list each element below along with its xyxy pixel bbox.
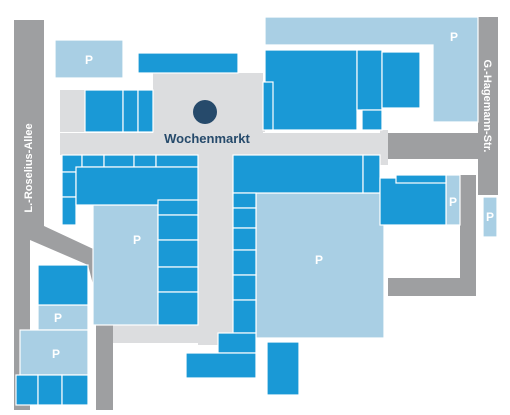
plaza-main-street [60, 133, 382, 155]
building-right-block-top [395, 174, 447, 184]
unit-right-1 [232, 192, 257, 209]
unit-right-2 [232, 207, 257, 229]
building-center-main [232, 154, 364, 194]
plaza-bottom-lane [113, 325, 238, 343]
building-top-right-main [264, 49, 358, 131]
market-label: Wochenmarkt [164, 131, 250, 146]
building-left-col-1 [61, 171, 77, 198]
building-left-main [75, 166, 199, 206]
right-loop [388, 175, 476, 296]
unit-right-5 [232, 274, 257, 301]
parking-areas [19, 16, 498, 376]
building-bottom-2 [185, 352, 257, 379]
parking-label-large: P [315, 253, 323, 267]
building-bottom-1 [217, 332, 257, 354]
parking-top-right [264, 16, 479, 123]
parking-bottom-left-2 [19, 329, 89, 376]
building-bottom-left-a [15, 374, 39, 406]
building-left-row-3 [103, 154, 135, 168]
building-bottom-3 [266, 341, 300, 396]
building-top-left-2 [122, 89, 139, 133]
parking-bottom-left-1 [37, 304, 89, 331]
parking-center-left [92, 204, 159, 326]
roads [14, 17, 498, 410]
street-label-right: G.-Hagemann-Str. [481, 60, 493, 153]
unit-right-6 [232, 299, 257, 334]
unit-left-5 [157, 291, 199, 326]
building-left-row-5 [155, 154, 199, 168]
unit-right-4 [232, 249, 257, 276]
plaza-areas [60, 73, 388, 345]
parking-labels: P P P P P P P P [52, 30, 494, 361]
building-top-right-small [361, 109, 383, 131]
building-top-right-strip [262, 81, 274, 131]
building-bottom-left-top [37, 264, 89, 306]
parking-label-far-right: P [486, 210, 494, 224]
building-top-right-mid [356, 49, 383, 111]
parking-label-top-left: P [85, 53, 93, 67]
parking-label-top-right: P [450, 30, 458, 44]
buildings [15, 49, 447, 406]
unit-left-1 [157, 199, 199, 216]
parking-top-left [54, 39, 124, 79]
parking-label-right-small: P [449, 195, 457, 209]
building-top-left-3 [137, 89, 154, 133]
parking-label-center-left: P [133, 233, 141, 247]
parking-label-bottom-left-1: P [54, 311, 62, 325]
unit-right-3 [232, 227, 257, 251]
parking-far-right [482, 196, 498, 238]
building-right-block [379, 177, 447, 226]
unit-left-4 [157, 266, 199, 293]
building-bottom-left-c [61, 374, 89, 406]
plaza-vertical-lane [198, 155, 233, 345]
left-road [14, 20, 113, 410]
building-left-row-4 [133, 154, 157, 168]
unit-left-3 [157, 239, 199, 268]
building-left-col-2 [61, 196, 77, 226]
building-center-side [362, 154, 381, 194]
building-top-center [137, 52, 239, 74]
right-connector [384, 133, 498, 159]
plaza-right-lane [380, 130, 388, 165]
building-left-row-2 [81, 154, 105, 168]
building-bottom-left-b [37, 374, 63, 406]
building-top-left-1 [84, 89, 124, 133]
unit-left-2 [157, 214, 199, 241]
market-location-marker[interactable] [193, 100, 217, 124]
street-label-left: L.-Roselius-Allee [23, 123, 35, 212]
parking-label-bottom-left-2: P [52, 347, 60, 361]
building-top-right-side [381, 51, 421, 109]
